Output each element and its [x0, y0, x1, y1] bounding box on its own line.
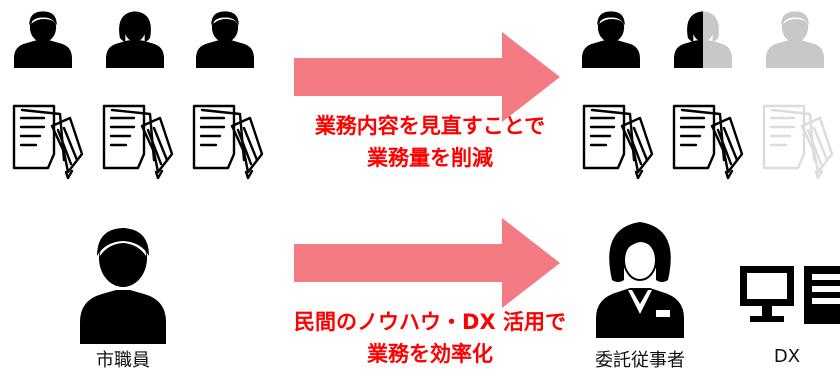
- label-dx: DX: [773, 346, 801, 367]
- document-pencil-icon: [8, 100, 88, 180]
- document-pencil-icon: [98, 100, 178, 180]
- arrow-label-reduce: 業務内容を見直すことで 業務量を削減: [282, 110, 578, 174]
- arrow-label-line: 業務量を削減: [367, 146, 493, 170]
- right-arrow: [294, 218, 560, 308]
- person-male-icon: [14, 10, 72, 68]
- arrow-label-efficiency: 民間のノウハウ・DX 活用で 業務を効率化: [272, 306, 588, 370]
- right-arrow: [294, 32, 560, 122]
- person-female-icon: [106, 10, 164, 68]
- document-pencil-icon: [578, 100, 658, 180]
- arrow-label-line: 民間のノウハウ・DX 活用で: [294, 310, 566, 334]
- person-half-female-icon: [674, 10, 732, 68]
- arrow-label-line: 業務内容を見直すことで: [314, 114, 546, 138]
- label-city-staff: 市職員: [96, 350, 150, 371]
- document-faded-icon: [758, 100, 838, 180]
- contractor-person-icon: [592, 218, 688, 338]
- computer-icon: [738, 264, 840, 328]
- person-male-icon: [582, 10, 640, 68]
- person-staff-icon: [78, 226, 168, 344]
- person-faded-icon: [766, 10, 824, 68]
- document-pencil-icon: [668, 100, 748, 180]
- person-male-icon: [196, 10, 254, 68]
- document-pencil-icon: [188, 100, 268, 180]
- label-contractor: 委託従事者: [595, 350, 685, 371]
- arrow-label-line: 業務を効率化: [367, 342, 493, 366]
